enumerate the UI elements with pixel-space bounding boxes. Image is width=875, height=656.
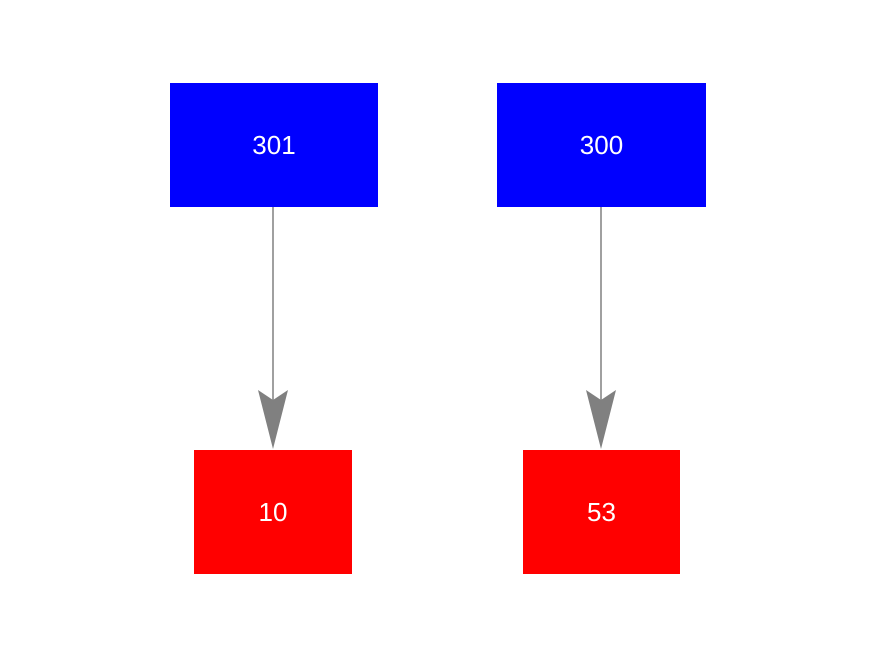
edge-300-to-53 bbox=[586, 207, 616, 449]
node-10-label: 10 bbox=[258, 497, 288, 527]
arrowhead-down-icon bbox=[258, 390, 288, 449]
node-53[interactable]: 53 bbox=[523, 450, 680, 574]
node-10[interactable]: 10 bbox=[194, 450, 352, 574]
edge-301-to-10 bbox=[258, 207, 288, 449]
node-53-label: 53 bbox=[587, 497, 616, 527]
node-301-label: 301 bbox=[252, 130, 296, 160]
arrowhead-down-icon bbox=[586, 390, 616, 449]
node-300[interactable]: 300 bbox=[497, 83, 706, 207]
node-300-label: 300 bbox=[579, 130, 624, 160]
node-301[interactable]: 301 bbox=[170, 83, 378, 207]
